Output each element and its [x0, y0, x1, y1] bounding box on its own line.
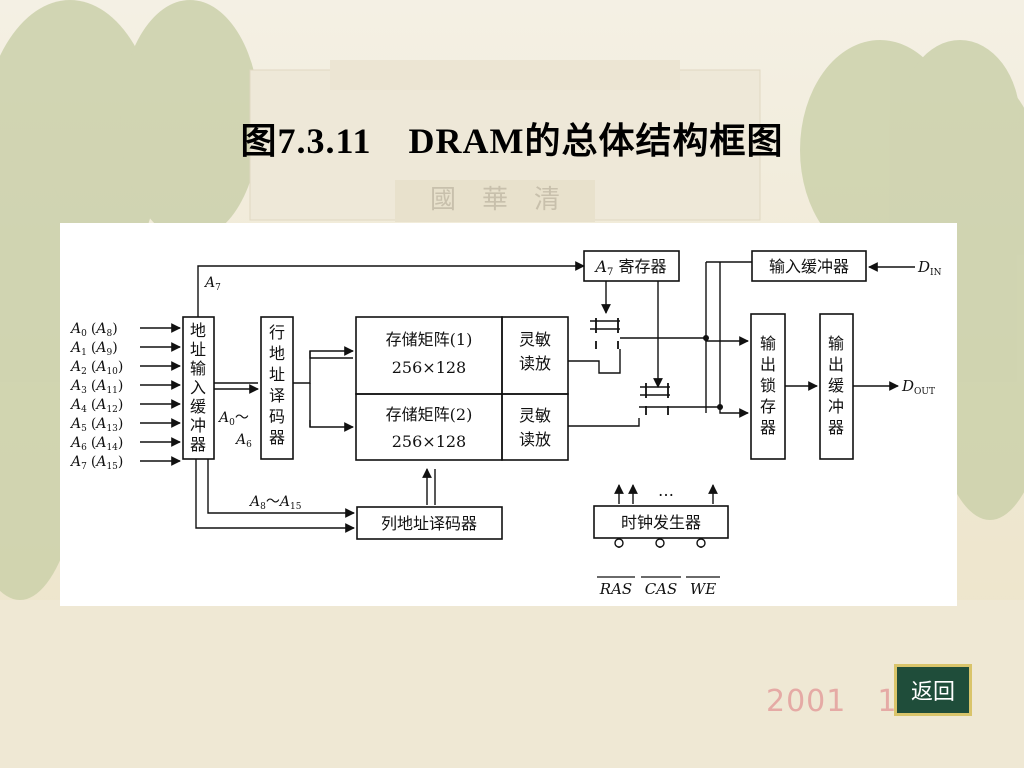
- outbuf-text-char-0: 输: [828, 334, 844, 353]
- gate-building: 國 華 清: [249, 60, 761, 222]
- address-input-arrows: [140, 323, 181, 466]
- clock-generator: [593, 505, 729, 539]
- row-address-decoder: [260, 316, 294, 460]
- addr-buffer-text-char-0: 地: [190, 321, 206, 340]
- row-range-label-top: A0～: [217, 410, 249, 428]
- gate-inscription: 國 華 清: [430, 185, 560, 215]
- transistor-switches: [595, 318, 669, 415]
- dout-label: DOUT: [901, 377, 935, 397]
- address-input-labels: A0(A8)A1(A9)A2(A10)A3(A11)A4(A12)A5(A13)…: [69, 321, 123, 472]
- address-input-label-1: A1(A9): [69, 340, 118, 358]
- sense-amp-1-line2: 读放: [519, 354, 551, 373]
- sense-amp-2: [501, 393, 569, 461]
- junction-dots: [703, 335, 723, 410]
- outbuf-text-char-2: 缓: [828, 376, 844, 395]
- cas-label: CAS: [645, 580, 678, 598]
- sense-amp-2-line1: 灵敏: [519, 406, 551, 425]
- page-title: 图7.3.11 DRAM的总体结构框图: [240, 121, 784, 161]
- addr-buffer-text-char-6: 器: [190, 435, 206, 454]
- control-signal-labels: RAS CAS WE: [599, 580, 716, 598]
- addr-buffer-text-char-2: 输: [190, 359, 206, 378]
- latch-text-char-3: 存: [760, 397, 776, 416]
- addr-buffer-text-char-3: 入: [190, 378, 206, 397]
- control-pins: [614, 538, 706, 548]
- address-input-label-0: A0(A8): [69, 321, 118, 339]
- date-stamp: 2001 11: [766, 684, 918, 719]
- address-input-label-5: A5(A13): [69, 416, 123, 434]
- row-decoder-text-char-2: 址: [269, 365, 285, 384]
- address-input-label-6: A6(A14): [69, 435, 123, 453]
- row-decoder-text-char-1: 地: [269, 344, 285, 363]
- addr-buffer-text-char-4: 缓: [190, 397, 206, 416]
- addr-buffer-text-char-5: 冲: [190, 416, 206, 435]
- address-input-label-2: A2(A10): [69, 359, 123, 377]
- row-decoder-text-char-3: 译: [269, 386, 285, 405]
- din-label: DIN: [917, 258, 942, 278]
- address-input-label-7: A7(A15): [69, 454, 123, 472]
- address-input-label-4: A4(A12): [69, 397, 123, 415]
- clock-generator-label: 时钟发生器: [621, 513, 701, 532]
- latch-text-char-2: 锁: [760, 376, 776, 395]
- sense-amp-1-line1: 灵敏: [519, 330, 551, 349]
- data-input-buffer: [751, 250, 867, 282]
- back-button[interactable]: 返回: [894, 664, 972, 716]
- array2-size: 256×128: [392, 432, 466, 451]
- ras-label: RAS: [599, 580, 632, 598]
- a7-register-label: A7 寄存器: [593, 257, 666, 278]
- latch-text-char-1: 出: [760, 355, 776, 374]
- array1-name: 存储矩阵(1): [386, 330, 473, 349]
- sense-amp-2-line2: 读放: [519, 430, 551, 449]
- row-decoder-text-char-0: 行: [269, 323, 285, 342]
- memory-array-1: [355, 316, 503, 395]
- outbuf-text-char-1: 出: [828, 355, 844, 374]
- diagram-panel: A0(A8)A1(A9)A2(A10)A3(A11)A4(A12)A5(A13)…: [60, 223, 957, 606]
- latch-text-char-4: 器: [760, 418, 776, 437]
- row-decoder-text-char-4: 码: [269, 407, 285, 426]
- column-address-decoder: [356, 506, 503, 540]
- ground: [0, 600, 1024, 768]
- row-decoder-text-char-5: 器: [269, 428, 285, 447]
- outbuf-text-char-4: 器: [828, 418, 844, 437]
- array1-size: 256×128: [392, 358, 466, 377]
- we-label: WE: [690, 580, 716, 598]
- column-range-label: A8～A15: [248, 494, 302, 512]
- outbuf-text-char-3: 冲: [828, 397, 844, 416]
- address-input-label-3: A3(A11): [69, 378, 123, 396]
- row-range-label-bottom: A6: [234, 432, 252, 450]
- dram-block-diagram: A0(A8)A1(A9)A2(A10)A3(A11)A4(A12)A5(A13)…: [69, 250, 942, 598]
- column-decoder-label: 列地址译码器: [381, 514, 477, 533]
- input-buffer-label: 输入缓冲器: [769, 257, 849, 276]
- wires: [195, 261, 915, 548]
- a7-wire-label: A7: [203, 275, 221, 293]
- addr-buffer-text-char-1: 址: [190, 340, 206, 359]
- latch-text-char-0: 输: [760, 334, 776, 353]
- array2-name: 存储矩阵(2): [386, 405, 473, 424]
- clock-ellipsis: …: [658, 481, 674, 500]
